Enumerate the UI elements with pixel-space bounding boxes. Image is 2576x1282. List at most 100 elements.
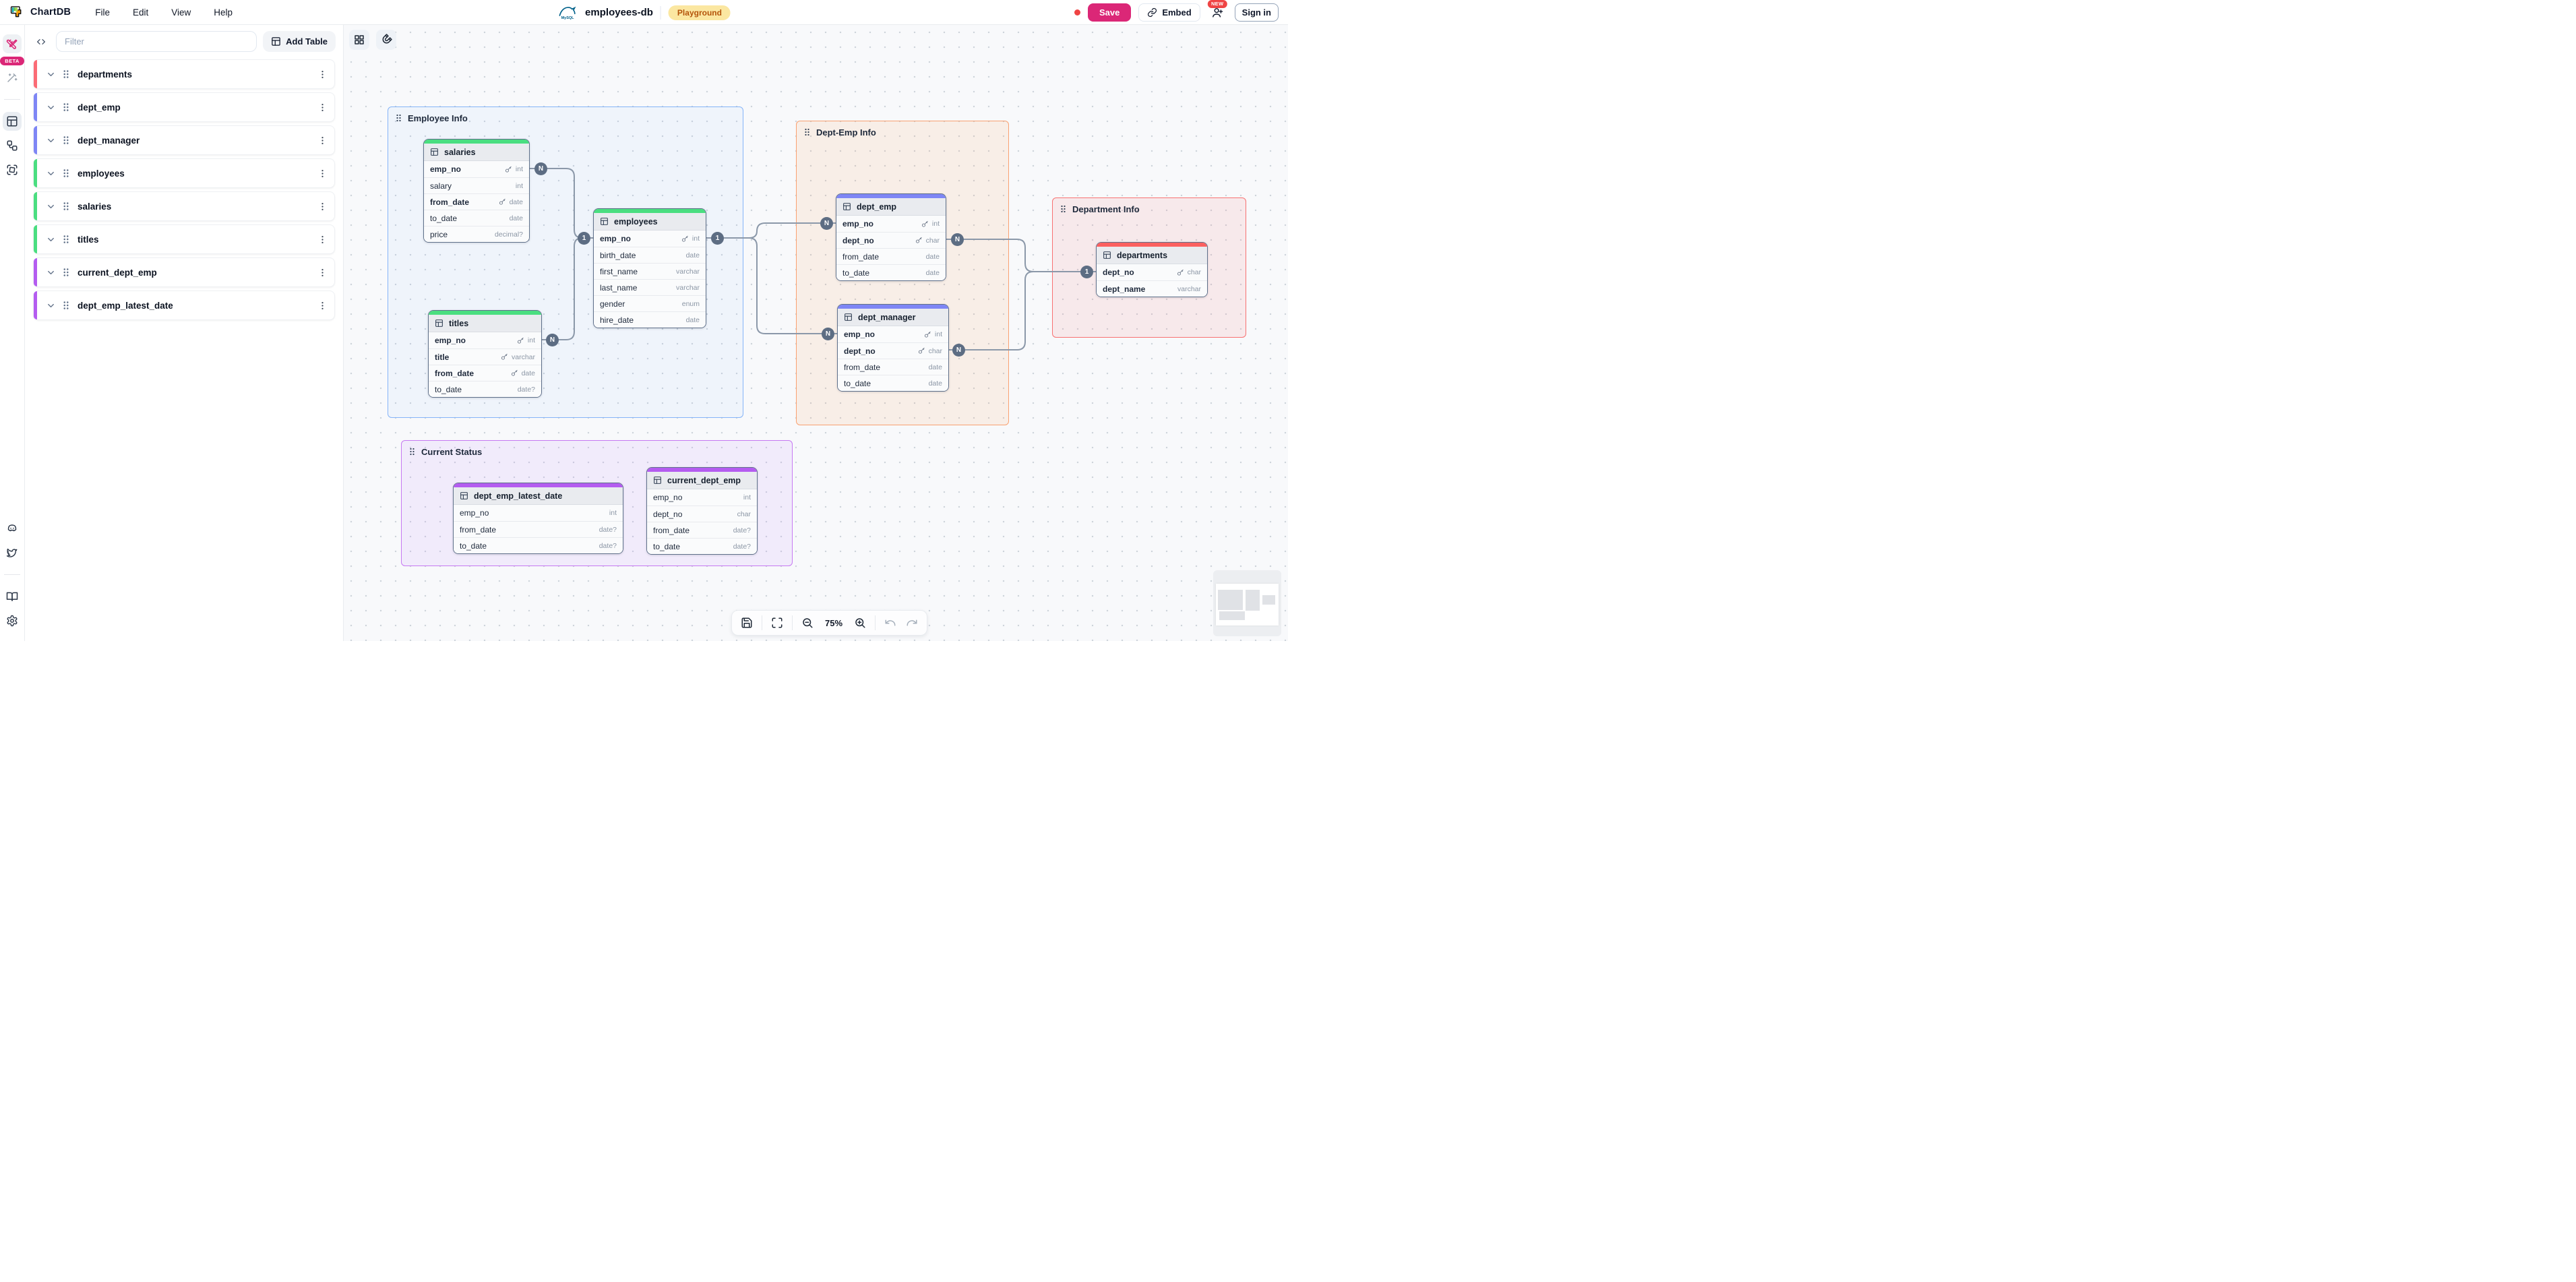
discord-button[interactable] <box>3 519 22 538</box>
field-row[interactable]: dept_no char <box>1097 264 1207 280</box>
kebab-menu-icon[interactable] <box>317 169 328 179</box>
snap-magnet-button[interactable] <box>376 30 396 50</box>
table-header[interactable]: current_dept_emp <box>647 472 757 489</box>
field-row[interactable]: dept_no char <box>838 342 948 359</box>
field-row[interactable]: to_date date? <box>429 381 541 397</box>
table-node-salaries[interactable]: salaries emp_no int salary int from_date… <box>423 139 530 243</box>
chevron-down-icon[interactable] <box>46 235 56 245</box>
table-node-dept_emp_latest_date[interactable]: dept_emp_latest_date emp_no int from_dat… <box>453 483 623 554</box>
menu-file[interactable]: File <box>86 4 119 21</box>
field-row[interactable]: emp_no int <box>836 216 946 232</box>
sidebar-table-row-dept_emp[interactable]: dept_emp <box>33 92 335 122</box>
view-code-button[interactable] <box>32 33 50 51</box>
areas-panel-button[interactable] <box>3 160 22 179</box>
table-header[interactable]: employees <box>594 213 706 231</box>
edge-dept_emp-departments[interactable] <box>946 239 1097 272</box>
cardinality-badge-one[interactable]: 1 <box>1080 266 1093 278</box>
edge-titles-employees[interactable] <box>542 237 594 340</box>
cardinality-badge-many[interactable]: N <box>951 233 964 246</box>
table-header[interactable]: titles <box>429 315 541 332</box>
chevron-down-icon[interactable] <box>46 268 56 278</box>
diagram-name[interactable]: employees-db <box>585 7 653 18</box>
table-node-employees[interactable]: employees emp_no int birth_date date fir… <box>593 208 706 328</box>
field-row[interactable]: emp_no int <box>429 332 541 348</box>
drag-handle-icon[interactable] <box>62 167 70 179</box>
chevron-down-icon[interactable] <box>46 169 56 179</box>
sidebar-table-row-dept_manager[interactable]: dept_manager <box>33 125 335 155</box>
field-row[interactable]: emp_no int <box>594 231 706 247</box>
kebab-menu-icon[interactable] <box>317 268 328 278</box>
drag-handle-icon[interactable] <box>62 134 70 146</box>
field-row[interactable]: from_date date <box>836 248 946 264</box>
sidebar-table-row-titles[interactable]: titles <box>33 224 335 254</box>
table-node-current_dept_emp[interactable]: current_dept_emp emp_no int dept_no char… <box>646 467 758 555</box>
kebab-menu-icon[interactable] <box>317 102 328 113</box>
field-row[interactable]: last_name varchar <box>594 279 706 295</box>
tables-panel-button[interactable] <box>3 112 22 131</box>
field-row[interactable]: title varchar <box>429 348 541 365</box>
settings-button[interactable] <box>3 611 22 630</box>
field-row[interactable]: gender enum <box>594 295 706 311</box>
table-header[interactable]: dept_emp_latest_date <box>454 487 623 505</box>
table-header[interactable]: dept_emp <box>836 198 946 216</box>
field-row[interactable]: emp_no int <box>647 489 757 506</box>
undo-button[interactable] <box>881 613 900 632</box>
table-node-dept_manager[interactable]: dept_manager emp_no int dept_no char fro… <box>837 304 949 392</box>
field-row[interactable]: from_date date? <box>647 522 757 538</box>
drag-handle-icon[interactable] <box>62 299 70 311</box>
edge-employees-dept_emp[interactable] <box>706 222 837 239</box>
cardinality-badge-one[interactable]: 1 <box>711 232 724 245</box>
cardinality-badge-many[interactable]: N <box>820 217 833 230</box>
kebab-menu-icon[interactable] <box>317 235 328 245</box>
field-row[interactable]: to_date date? <box>454 537 623 553</box>
field-row[interactable]: dept_no char <box>647 506 757 522</box>
field-row[interactable]: from_date date? <box>454 521 623 537</box>
sidebar-table-row-departments[interactable]: departments <box>33 59 335 89</box>
drag-handle-icon[interactable] <box>62 68 70 80</box>
cardinality-badge-many[interactable]: N <box>952 344 965 357</box>
table-node-titles[interactable]: titles emp_no int title varchar from_dat… <box>428 310 542 398</box>
field-row[interactable]: salary int <box>424 177 529 193</box>
field-row[interactable]: birth_date date <box>594 247 706 263</box>
field-row[interactable]: dept_no char <box>836 232 946 248</box>
menu-view[interactable]: View <box>162 4 200 21</box>
table-header[interactable]: dept_manager <box>838 309 948 326</box>
sidebar-table-row-current_dept_emp[interactable]: current_dept_emp <box>33 257 335 287</box>
field-row[interactable]: emp_no int <box>424 161 529 177</box>
edge-dept_manager-departments[interactable] <box>949 271 1097 350</box>
field-row[interactable]: emp_no int <box>454 505 623 521</box>
table-header[interactable]: departments <box>1097 247 1207 264</box>
zoom-in-button[interactable] <box>851 613 869 632</box>
layout-grid-button[interactable] <box>349 30 369 50</box>
field-row[interactable]: first_name varchar <box>594 263 706 279</box>
fit-view-button[interactable] <box>768 613 787 632</box>
chevron-down-icon[interactable] <box>46 69 56 80</box>
kebab-menu-icon[interactable] <box>317 202 328 212</box>
docs-button[interactable] <box>3 587 22 606</box>
drag-handle-icon[interactable] <box>62 266 70 278</box>
field-row[interactable]: to_date date <box>424 210 529 226</box>
twitter-button[interactable] <box>3 543 22 562</box>
chevron-down-icon[interactable] <box>46 135 56 146</box>
menu-help[interactable]: Help <box>204 4 242 21</box>
editor-tools-button[interactable] <box>3 34 22 53</box>
chevron-down-icon[interactable] <box>46 102 56 113</box>
diagram-canvas[interactable]: Employee Info Dept-Emp Info Department I… <box>344 25 1288 641</box>
table-node-departments[interactable]: departments dept_no char dept_name varch… <box>1096 242 1208 297</box>
field-row[interactable]: emp_no int <box>838 326 948 342</box>
edge-employees-dept_manager[interactable] <box>706 237 838 334</box>
field-row[interactable]: to_date date <box>838 375 948 391</box>
zoom-level[interactable]: 75% <box>824 617 843 628</box>
chevron-down-icon[interactable] <box>46 301 56 311</box>
field-row[interactable]: price decimal? <box>424 226 529 242</box>
zoom-out-button[interactable] <box>798 613 817 632</box>
sidebar-table-row-employees[interactable]: employees <box>33 158 335 188</box>
chevron-down-icon[interactable] <box>46 202 56 212</box>
field-row[interactable]: hire_date date <box>594 311 706 328</box>
redo-button[interactable] <box>902 613 921 632</box>
sign-in-button[interactable]: Sign in <box>1234 3 1279 22</box>
save-button[interactable]: Save <box>1087 3 1132 22</box>
cardinality-badge-many[interactable]: N <box>822 328 834 340</box>
kebab-menu-icon[interactable] <box>317 301 328 311</box>
table-header[interactable]: salaries <box>424 144 529 161</box>
